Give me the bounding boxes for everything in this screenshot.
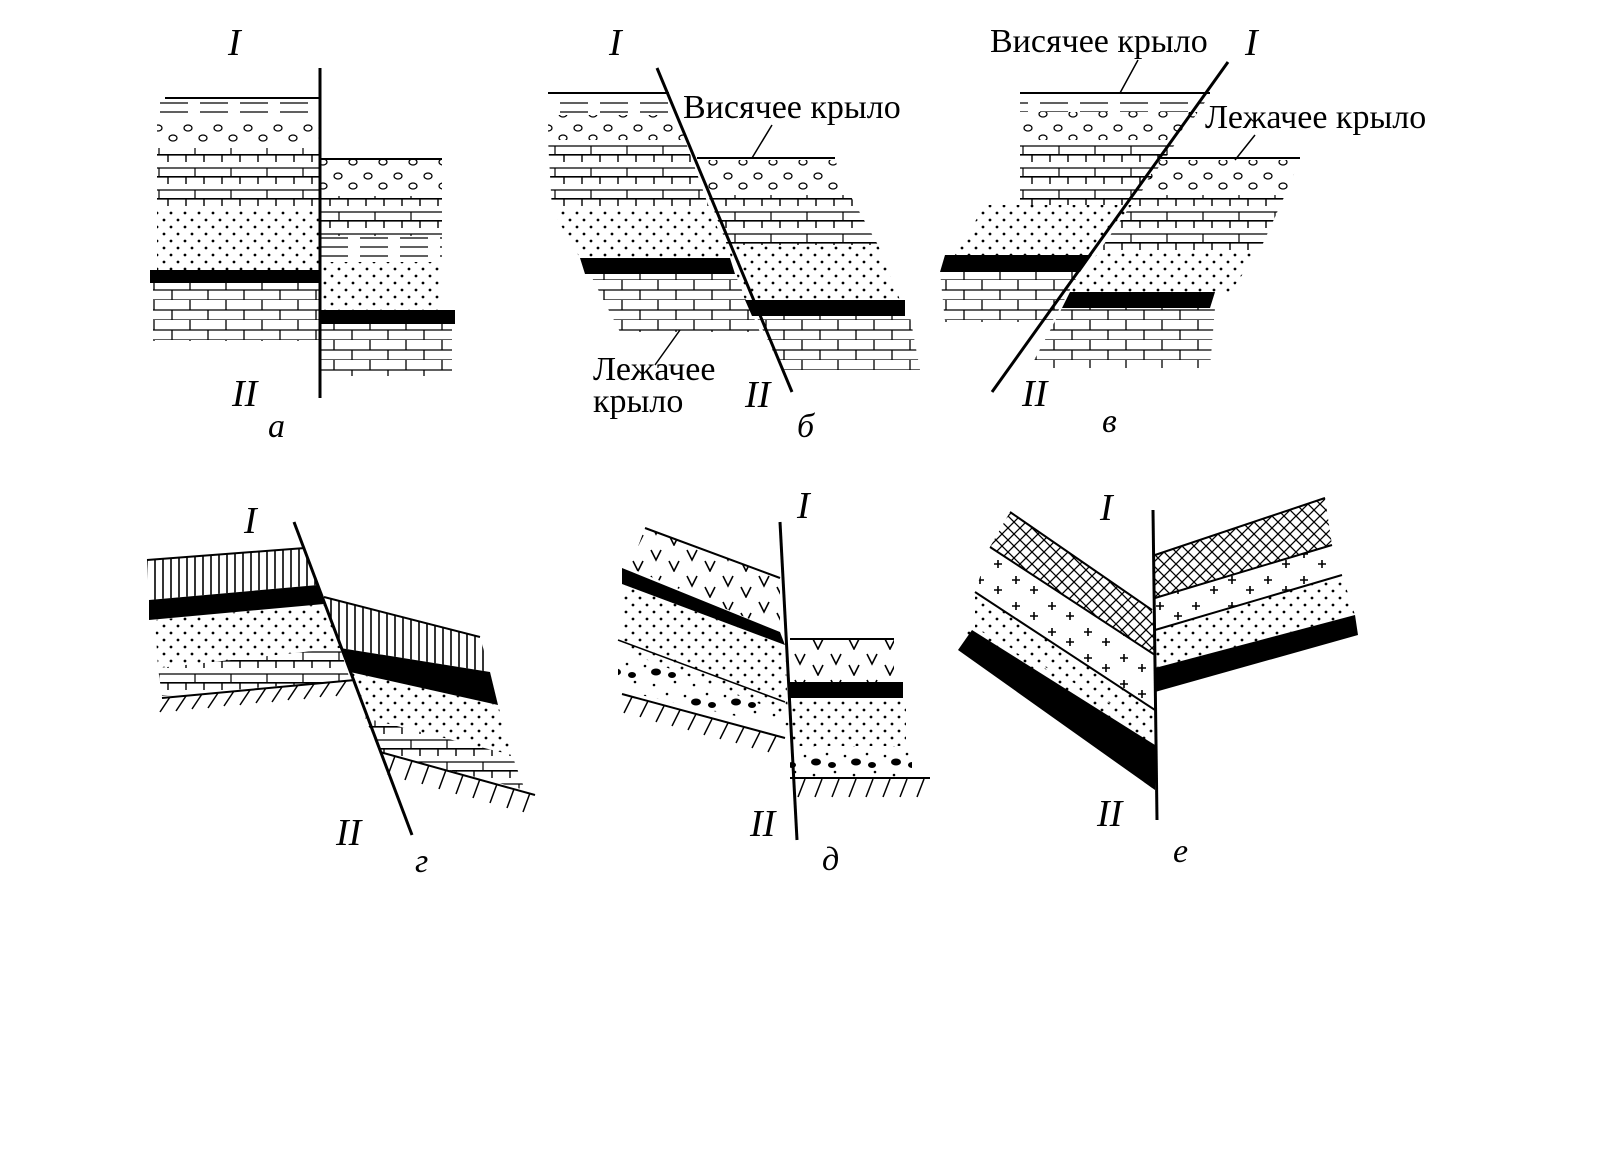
block-II-label-v: II [1021,373,1050,415]
block-I-label-e: I [1099,487,1115,529]
block-II-label-b: II [744,374,773,416]
block-II-label-d: II [749,803,778,845]
block-II-label-g: II [335,812,364,854]
fault-line-b [655,67,794,393]
panel-letter-b: б [797,408,816,445]
block-I-label-a: I [227,22,243,64]
panel-letter-v: в [1102,403,1117,440]
block-II-label-a: II [231,373,260,415]
fault-line-v [990,61,1230,393]
footwall-label-b-line1: Лежачее [593,351,715,388]
panel-a: I II а [150,22,455,445]
panel-v: I II в Висячее крыло Лежачее крыло [940,22,1426,440]
panel-g: I II г [146,500,536,880]
panel-d: I II д [617,485,930,878]
panel-letter-g: г [415,843,428,880]
block-II-label-e: II [1096,793,1125,835]
panel-b: I II б Висячее крыло Лежачее крыло [548,22,920,445]
fault-line-g [292,521,414,836]
block-I-label-b: I [608,22,624,64]
block-I-label-v: I [1244,22,1260,64]
panel-letter-a: а [268,408,285,445]
hanging-wall-label-b: Висячее крыло [683,89,901,126]
panel-letter-d: д [822,841,839,878]
fault-line-d [778,521,799,841]
hanging-wall-label-v: Висячее крыло [990,23,1208,60]
footwall-label-b-line2: крыло [593,383,683,420]
panel-letter-e: е [1173,833,1188,870]
panel-e: I II е [958,487,1358,870]
block-I-label-g: I [243,500,259,542]
footwall-label-v: Лежачее крыло [1205,99,1426,136]
block-I-label-d: I [796,485,812,527]
fault-line-e [1151,509,1159,821]
